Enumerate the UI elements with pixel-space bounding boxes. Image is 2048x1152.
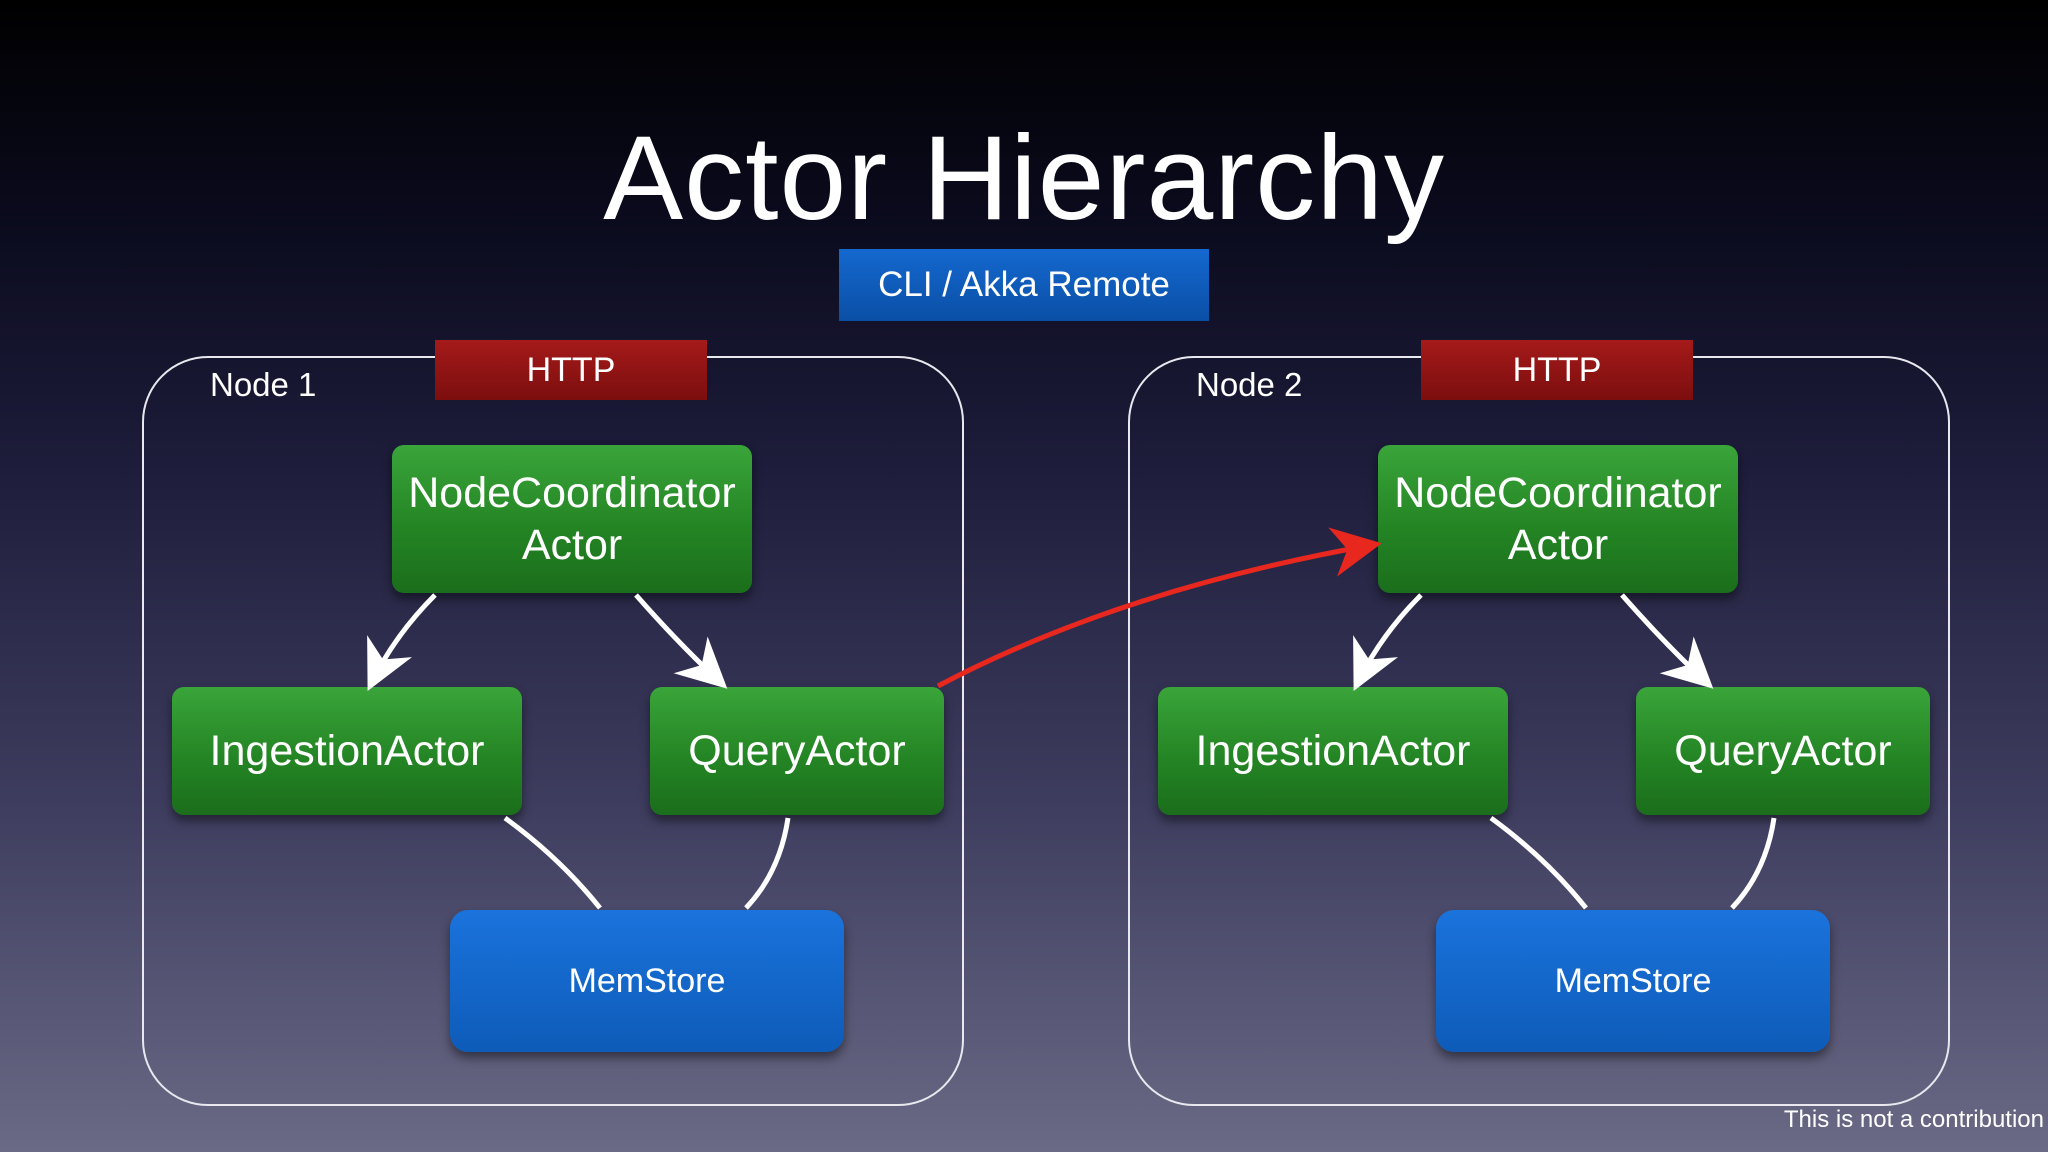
footer-disclaimer: This is not a contribution <box>1783 1106 2044 1133</box>
node-2-nodecoordinator-actor: NodeCoordinator Actor <box>1378 445 1738 593</box>
node-1-coordinator-line2: Actor <box>521 521 623 569</box>
node-1-arrow-coordinator-to-query <box>634 593 728 689</box>
node-2-arrow-coordinator-to-ingestion <box>1353 593 1423 691</box>
node-1-label: Node 1 <box>210 366 317 403</box>
node-2-coordinator-line1: NodeCoordinator <box>1394 469 1722 517</box>
node-2-memstore: MemStore <box>1436 910 1830 1052</box>
node-1-arrow-coordinator-to-ingestion <box>367 593 437 691</box>
node-2-arrow-coordinator-to-query <box>1620 593 1714 689</box>
node-2-http-box: HTTP <box>1421 340 1693 400</box>
node-2-query-actor: QueryActor <box>1636 687 1930 815</box>
node-2-link-query-to-memstore <box>1730 817 1777 910</box>
node-1-memstore: MemStore <box>450 910 844 1052</box>
node-2-link-ingestion-to-memstore <box>1489 815 1588 910</box>
cli-akka-remote-box: CLI / Akka Remote <box>839 249 1209 321</box>
node-2-coordinator-line2: Actor <box>1507 521 1609 569</box>
node-1-ingestion-actor: IngestionActor <box>172 687 522 815</box>
node-1-link-query-to-memstore <box>744 817 791 910</box>
node-2-label: Node 2 <box>1196 366 1303 403</box>
node-1-query-actor: QueryActor <box>650 687 944 815</box>
node-1-link-ingestion-to-memstore <box>503 815 602 910</box>
node-1-coordinator-line1: NodeCoordinator <box>408 469 736 517</box>
remote-arrow-query-to-node-2-coordinator <box>936 527 1382 689</box>
node-1-nodecoordinator-actor: NodeCoordinator Actor <box>392 445 752 593</box>
slide-title: Actor Hierarchy <box>603 111 1445 245</box>
node-1-http-box: HTTP <box>435 340 707 400</box>
node-2-ingestion-actor: IngestionActor <box>1158 687 1508 815</box>
